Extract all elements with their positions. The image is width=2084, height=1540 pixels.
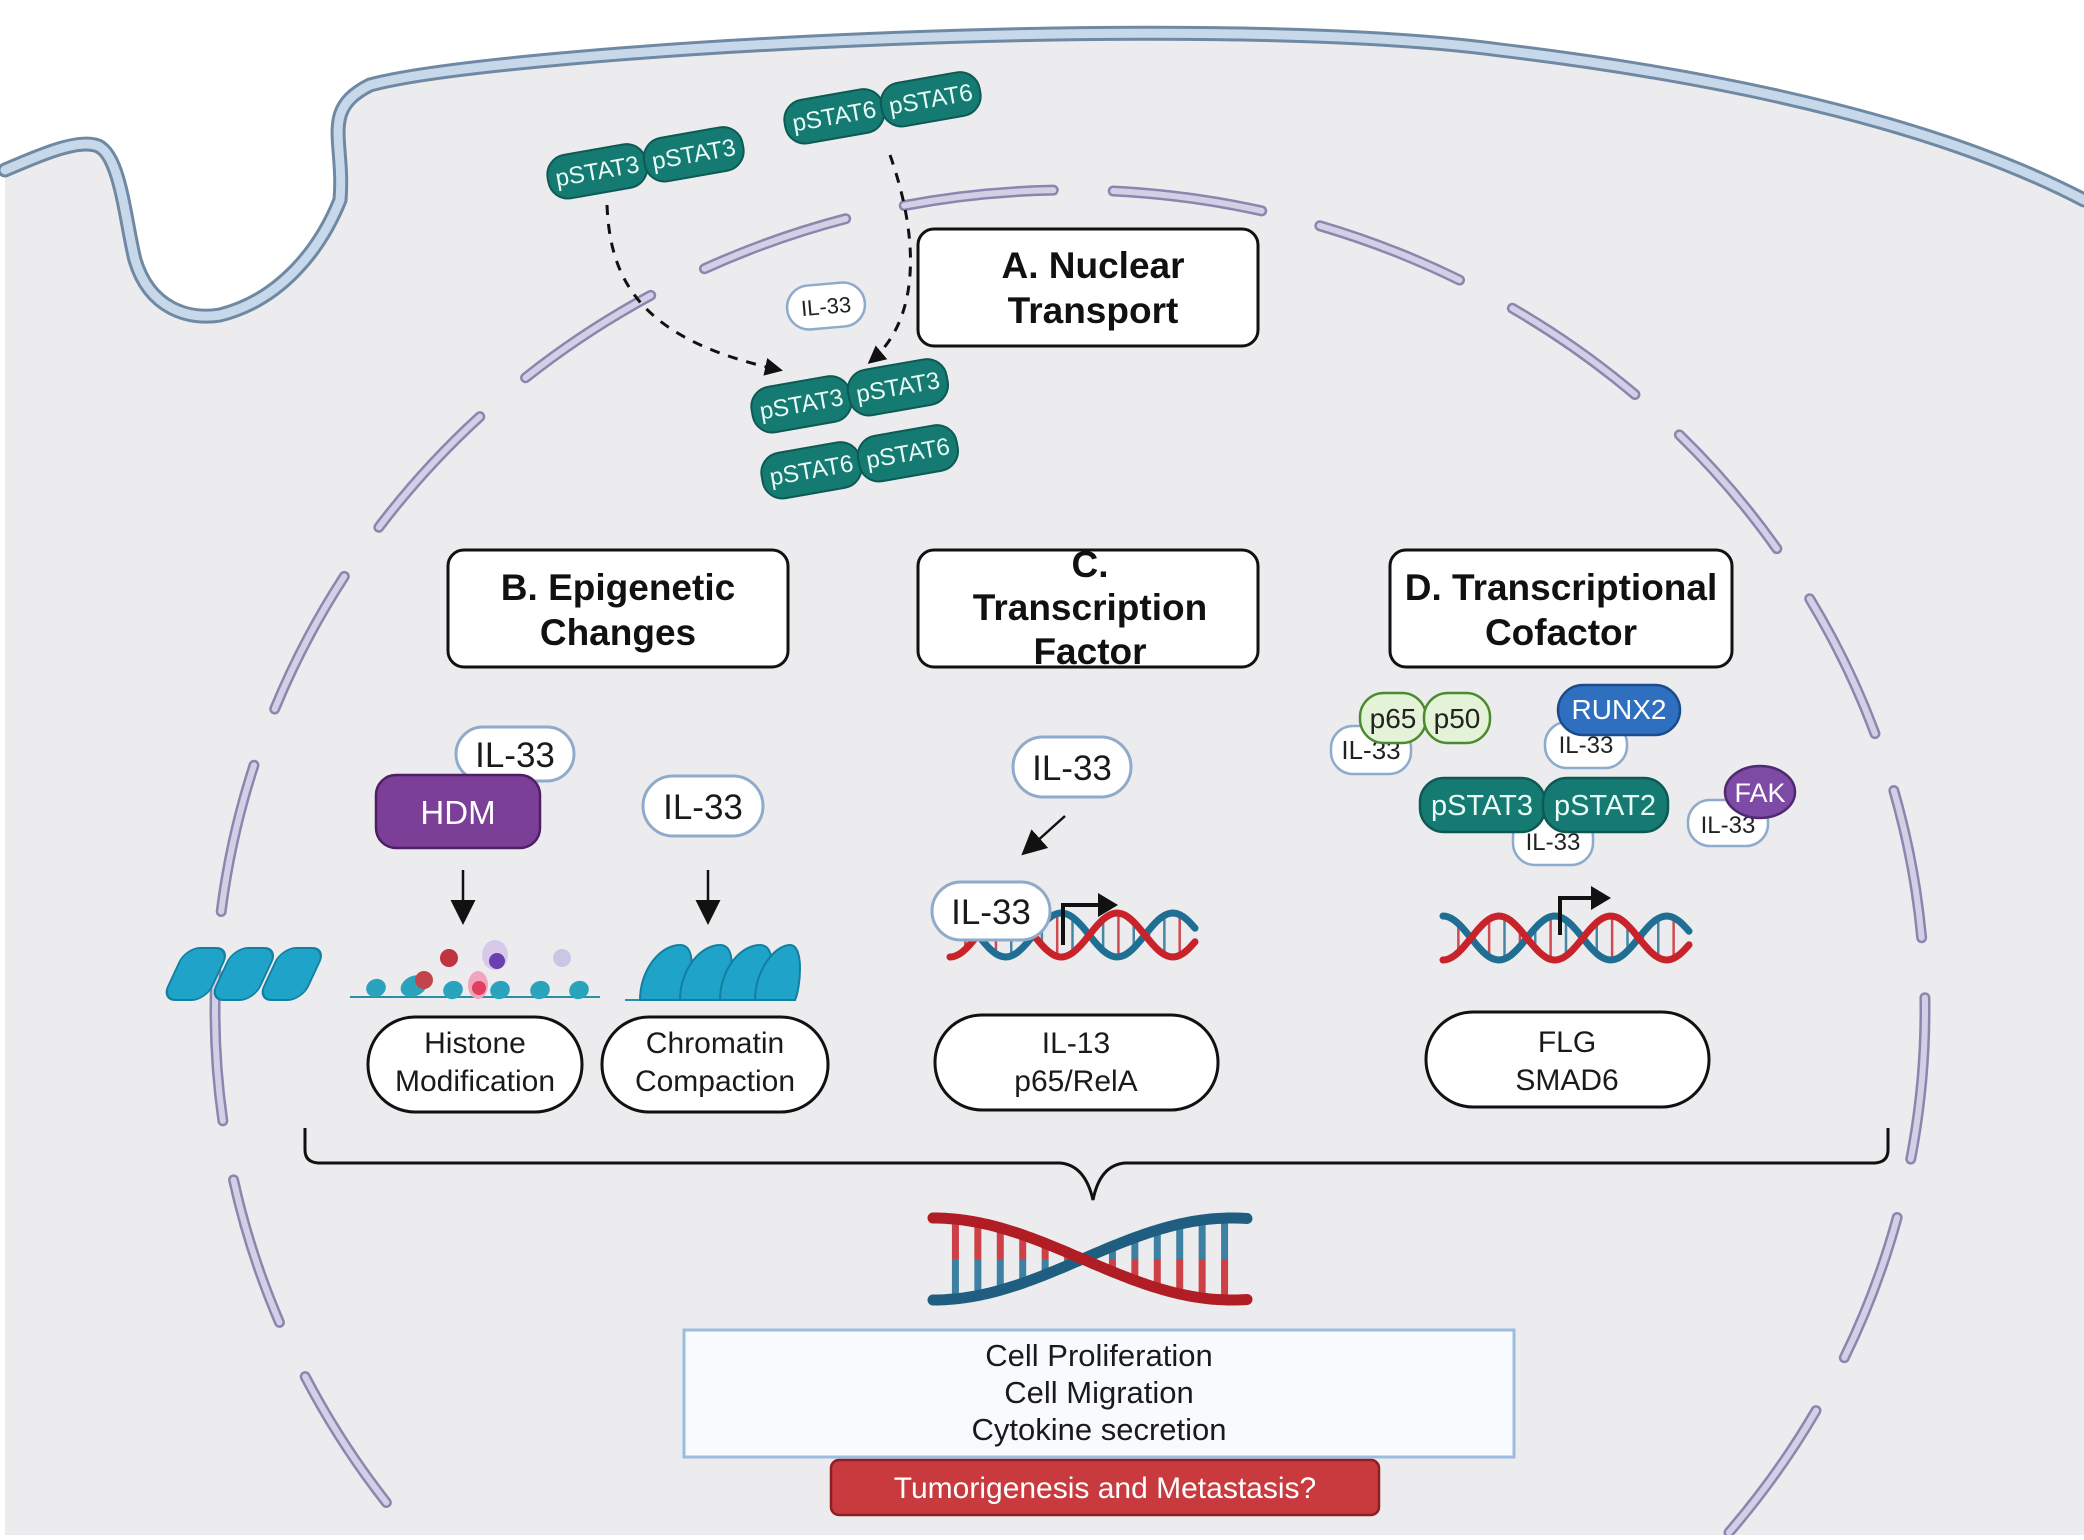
- dashed-arrow-right: [867, 154, 912, 364]
- svg-text:A. Nuclear: A. Nuclear: [1001, 245, 1184, 286]
- svg-text:IL-33: IL-33: [475, 736, 555, 775]
- svg-text:p65/RelA: p65/RelA: [1014, 1065, 1137, 1098]
- il33-badge: IL-33: [785, 281, 867, 331]
- svg-text:IL-33: IL-33: [800, 292, 852, 321]
- svg-text:FLG: FLG: [1538, 1026, 1596, 1059]
- pstat3-dimer-cytoplasm: pSTAT3 pSTAT3: [546, 126, 745, 200]
- pstat3-pstat2-dimer: pSTAT3 pSTAT2: [1418, 776, 1670, 834]
- dna-helix-icon: [1439, 912, 1693, 964]
- arrow-diagonal: [1021, 815, 1066, 856]
- svg-text:p50: p50: [1434, 703, 1481, 734]
- section-transcriptional-cofactor: D. Transcriptional Cofactor IL-33 p65 p5…: [1329, 548, 1797, 1109]
- svg-text:IL-33: IL-33: [1032, 749, 1112, 788]
- svg-text:Cofactor: Cofactor: [1485, 612, 1637, 653]
- svg-text:IL-13: IL-13: [1042, 1027, 1110, 1060]
- dna-strand: [1439, 912, 1693, 964]
- svg-text:Tumorigenesis and Metastasis?: Tumorigenesis and Metastasis?: [894, 1472, 1316, 1505]
- svg-text:Compaction: Compaction: [635, 1065, 795, 1098]
- histone-modification-label: Histone Modification: [366, 1015, 584, 1114]
- svg-text:p65: p65: [1370, 703, 1417, 734]
- dna-strand: [927, 1212, 1253, 1306]
- target-genes-label: IL-13 p65/RelA: [933, 1013, 1220, 1112]
- svg-text:FAK: FAK: [1734, 778, 1785, 808]
- p65-p50-dimer: p65 p50: [1358, 691, 1492, 745]
- hdm-badge: HDM: [374, 773, 542, 850]
- outcome-cell-migration: Cell Migration: [1004, 1375, 1194, 1410]
- svg-text:pSTAT2: pSTAT2: [1554, 790, 1656, 822]
- svg-text:D. Transcriptional: D. Transcriptional: [1405, 567, 1718, 608]
- svg-text:Factor: Factor: [1033, 631, 1146, 672]
- svg-text:B. Epigenetic: B. Epigenetic: [501, 567, 735, 608]
- header-nuclear-transport: A. Nuclear Transport: [916, 227, 1260, 348]
- dna-strand: [1439, 912, 1693, 964]
- dna-strand: [946, 909, 1199, 961]
- header-transcription-factor: C. Transcription Factor: [916, 544, 1260, 672]
- pstat6-dimer-nucleus: pSTAT6 pSTAT6: [760, 424, 959, 500]
- svg-text:SMAD6: SMAD6: [1515, 1064, 1618, 1097]
- il33-badge: IL-33: [1011, 735, 1133, 799]
- section-nuclear-transport: pSTAT3 pSTAT3 pSTAT6 pSTAT6 IL-33 A. Nuc…: [546, 71, 1260, 500]
- section-epigenetic-changes: B. Epigenetic Changes IL-33 HDM IL-33: [165, 548, 830, 1114]
- il33-badge-bound: IL-33: [930, 880, 1052, 942]
- pstat3-dimer-nucleus: pSTAT3 pSTAT3: [750, 358, 949, 434]
- header-transcriptional-cofactor: D. Transcriptional Cofactor: [1388, 548, 1734, 669]
- histone-modification-icon: [350, 940, 600, 1000]
- transcription-start-arrow: [1061, 893, 1118, 945]
- svg-text:Transport: Transport: [1008, 290, 1179, 331]
- fak-badge: FAK: [1723, 764, 1797, 820]
- il33-badge: IL-33: [454, 725, 576, 783]
- outcome-cytokine-secretion: Cytokine secretion: [971, 1412, 1226, 1447]
- svg-text:IL-33: IL-33: [1559, 732, 1614, 759]
- svg-text:Chromatin: Chromatin: [646, 1027, 784, 1060]
- convergence-bracket: [303, 1128, 1890, 1201]
- target-genes-label: FLG SMAD6: [1424, 1010, 1711, 1109]
- svg-text:RUNX2: RUNX2: [1572, 694, 1667, 725]
- svg-text:IL-33: IL-33: [663, 788, 743, 827]
- header-epigenetic-changes: B. Epigenetic Changes: [446, 548, 790, 669]
- pstat6-dimer-cytoplasm: pSTAT6 pSTAT6: [783, 71, 982, 145]
- svg-text:pSTAT3: pSTAT3: [1431, 790, 1533, 822]
- chromatin-compaction-label: Chromatin Compaction: [600, 1015, 830, 1114]
- outcome-cell-proliferation: Cell Proliferation: [985, 1338, 1212, 1373]
- transcription-start-arrow: [1558, 886, 1611, 935]
- svg-text:Histone: Histone: [424, 1027, 526, 1060]
- svg-text:HDM: HDM: [420, 794, 495, 831]
- chromatin-compaction-icon: [165, 943, 801, 1001]
- svg-text:IL-33: IL-33: [1526, 829, 1581, 856]
- svg-text:Modification: Modification: [395, 1065, 555, 1098]
- conclusion-banner: Tumorigenesis and Metastasis?: [829, 1458, 1381, 1517]
- svg-text:Transcription: Transcription: [973, 587, 1207, 628]
- dna-strand: [927, 1212, 1253, 1306]
- central-dna-helix-icon: [927, 1212, 1253, 1306]
- cellular-outcomes-box: Cell Proliferation Cell Migration Cytoki…: [682, 1328, 1516, 1459]
- dashed-arrow-left: [605, 204, 783, 376]
- cell-membrane-inner: [0, 28, 2084, 321]
- svg-text:IL-33: IL-33: [951, 893, 1031, 932]
- svg-text:Changes: Changes: [540, 612, 696, 653]
- il33-badge: IL-33: [641, 774, 765, 838]
- section-transcription-factor: C. Transcription Factor IL-33 IL-33 IL-1…: [916, 544, 1260, 1112]
- nuclear-envelope: [209, 184, 1931, 1540]
- svg-text:C.: C.: [1072, 544, 1109, 585]
- runx2-badge: RUNX2: [1556, 683, 1682, 737]
